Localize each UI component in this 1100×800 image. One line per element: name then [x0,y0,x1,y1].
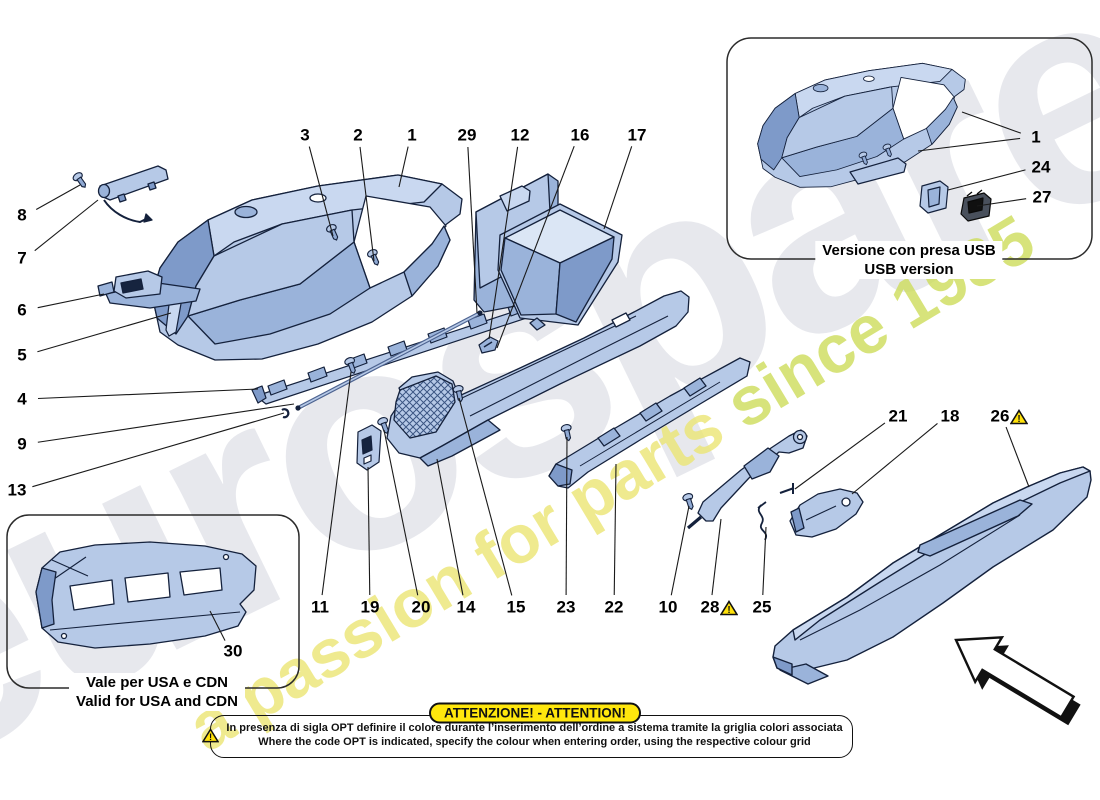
leader-line-26 [1005,426,1030,488]
part-lock-striker [97,270,201,309]
part-usb-socket [960,189,992,222]
part-glovebox-door [772,466,1092,685]
part-return-spring [757,501,767,541]
leader-line-7 [34,199,99,252]
leader-line-28 [711,518,722,596]
part-usa-frame [35,541,257,649]
attention-title-pill: ATTENZIONE! - ATTENTION! [429,702,641,724]
usb-caption-line2: USB version [864,261,954,278]
attention-line-italian: In presenza di sigla OPT definire il col… [226,722,843,734]
usb-inset-caption: Versione con presa USB USB version [815,241,1003,279]
part-hinge-arm [686,429,808,530]
leader-line-14 [436,458,464,596]
part-mounting-rail [548,357,751,489]
part-hinge-pin [779,483,795,494]
leader-line-2 [359,146,375,262]
leader-line-9 [37,403,295,443]
usa-caption-line2: Valid for USA and CDN [76,693,238,710]
leader-line-16 [496,145,575,349]
leader-line-22 [613,463,617,596]
leader-line-5 [37,312,172,353]
part-usb-bar [849,142,907,185]
leader-line-4 [37,388,259,400]
leader-line-3 [308,146,334,237]
part-usb-cap [919,180,949,214]
part-seal-rod [295,310,483,411]
leader-line-24 [947,169,1026,191]
leader-line-21 [794,422,886,490]
leader-line-12 [488,146,519,340]
leader-line-13 [32,412,285,488]
attention-line-english: Where the code OPT is indicated, specify… [258,735,811,748]
svg-text:!: ! [209,732,212,742]
leader-line-1 [917,137,1021,152]
direction-arrow-icon [954,635,1081,726]
leader-line-15 [458,397,513,596]
leader-line-20 [383,429,419,596]
part-side-bracket [356,424,382,471]
part-damper-cylinder [97,165,169,223]
part-washer [281,408,290,419]
leader-line-25 [762,526,767,596]
leader-line-19 [367,466,371,596]
attention-text: In presenza di sigla OPT definire il col… [222,722,847,749]
part-glovebox-housing [151,174,463,361]
usa-inset-caption: Vale per USA e CDN Valid for USA and CDN [69,673,245,711]
leader-line-18 [851,423,938,495]
leader-line-6 [37,293,105,309]
leader-line-8 [35,184,81,210]
usb-caption-line1: Versione con presa USB [822,242,996,259]
part-storage-bin [497,203,623,331]
part-door-latch [789,488,864,538]
leader-line-17 [603,146,633,230]
leader-line-23 [565,436,568,596]
leader-line-30 [209,610,226,641]
leader-line-10 [670,505,690,596]
warning-triangle-icon: ! [202,728,219,743]
part-retaining-clip [478,336,499,354]
leader-line-27 [976,198,1027,207]
leader-line-1 [398,146,409,188]
usa-caption-line1: Vale per USA e CDN [86,674,228,691]
leader-line-29 [467,146,478,314]
leader-lines [32,111,1030,641]
part-dash-lower-trim [386,290,690,467]
leader-line-11 [321,371,352,596]
leader-line-1 [961,111,1022,134]
